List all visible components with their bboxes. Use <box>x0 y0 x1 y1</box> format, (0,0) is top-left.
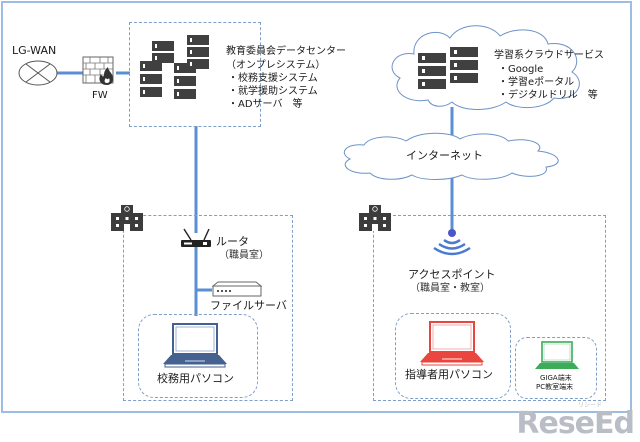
school-building-icon <box>359 205 391 231</box>
school-admin-pc-group <box>138 314 258 398</box>
school-admin-pc-label: 校務用パソコン <box>157 372 234 385</box>
cloud-service-item: ・デジタルドリル 等 <box>498 90 598 101</box>
router-circle-x-icon <box>18 60 58 86</box>
teacher-pc-group <box>395 313 511 399</box>
datacenter-box <box>129 22 261 127</box>
router-label: ルータ <box>216 235 249 248</box>
watermark-logo: ReseEd <box>516 406 635 441</box>
access-point-sublabel: （職員室・教室） <box>410 283 490 294</box>
datacenter-item: ・就学援助システム <box>228 86 318 97</box>
file-server-label: ファイルサーバ <box>210 299 287 312</box>
server-stack-icon <box>418 47 478 89</box>
lgwan-label: LG-WAN <box>12 44 57 57</box>
router-sublabel: （職員室） <box>219 250 269 261</box>
firewall-icon <box>82 56 114 85</box>
school-right-box <box>373 215 606 401</box>
wifi-router-icon <box>181 228 211 247</box>
internet-cloud-icon <box>343 132 559 180</box>
school-building-icon <box>111 205 143 231</box>
watermark-ruby: リシード <box>577 401 602 409</box>
student-pc-group <box>515 337 597 399</box>
internet-label: インターネット <box>406 149 483 162</box>
datacenter-title: 教育委員会データセンター <box>226 46 346 57</box>
datacenter-item: ・ADサーバ 等 <box>228 99 303 110</box>
file-server-icon <box>211 281 263 297</box>
laptop-icon <box>420 321 484 366</box>
cloud-service-item: ・学習eポータル <box>498 77 575 88</box>
student-pc-label: GIGA端末 <box>540 374 572 382</box>
fw-label: FW <box>92 90 108 101</box>
student-pc-label: PC教室端末 <box>536 383 574 391</box>
teacher-pc-label: 指導者用パソコン <box>405 368 493 381</box>
datacenter-subtitle: （オンプレシステム） <box>226 60 326 71</box>
cloud-service-title: 学習系クラウドサービス <box>494 50 604 61</box>
school-left-box <box>123 215 293 401</box>
access-point-label: アクセスポイント <box>408 268 496 281</box>
laptop-icon <box>163 323 227 368</box>
diagram-frame <box>1 1 632 413</box>
cloud-service-item: ・Google <box>498 64 544 75</box>
server-stack-icon <box>140 35 209 99</box>
wireless-signal-icon <box>433 229 471 256</box>
datacenter-item: ・校務支援システム <box>228 73 318 84</box>
laptop-icon <box>535 341 579 369</box>
